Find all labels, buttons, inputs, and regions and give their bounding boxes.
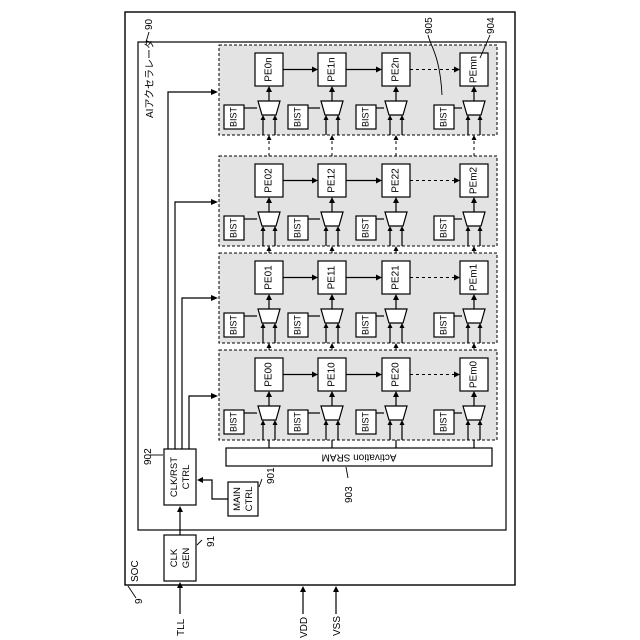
pe-label: PE22 <box>391 168 402 193</box>
main-ctrl-label-1: MAIN <box>232 487 243 511</box>
bist-label: BIST <box>438 107 448 128</box>
arrowhead <box>330 246 335 251</box>
bist-label: BIST <box>438 218 448 239</box>
mux-shape <box>258 212 280 226</box>
pe-ref-number: 904 <box>486 17 497 34</box>
sram-ref-number: 903 <box>344 486 355 503</box>
main-ctrl-label-2: CTRL <box>244 487 255 512</box>
pe-group: PE0nBIST PE1nBIST PE2nBIST PEmnBIST <box>219 45 497 135</box>
mux-shape <box>258 101 280 115</box>
clk-rst-ctrl-label-1: CLK/RST <box>169 457 180 497</box>
pe-group: PE00BIST PE10BIST PE20BIST PEm0BIST <box>219 350 497 440</box>
bist-ref-number: 905 <box>424 17 435 34</box>
mux-shape <box>463 406 485 420</box>
accel-title: AIアクセラレータ <box>144 39 156 118</box>
bist-label: BIST <box>438 315 448 336</box>
pe-label: PE1n <box>327 57 338 81</box>
mux-shape <box>321 406 343 420</box>
external-pins: TLL VDD VSS <box>176 586 343 638</box>
arrowhead <box>472 343 477 348</box>
pe-label: PE00 <box>264 362 275 387</box>
arrowhead <box>394 135 399 140</box>
bist-label: BIST <box>360 107 370 128</box>
pe-label: PE12 <box>327 168 338 193</box>
bist-label: BIST <box>228 315 238 336</box>
pe-label: PE20 <box>391 362 402 387</box>
pe-group: PE01BIST PE11BIST PE21BIST PEm1BIST <box>219 253 497 343</box>
mux-shape <box>321 212 343 226</box>
clk-gen-label-1: CLK <box>169 548 180 567</box>
bist-label: BIST <box>228 412 238 433</box>
bist-label: BIST <box>228 107 238 128</box>
pe-label: PE02 <box>264 168 275 193</box>
bist-label: BIST <box>292 218 302 239</box>
arrowhead <box>472 135 477 140</box>
clk-rst-ctrl-ref-number: 902 <box>143 448 154 465</box>
pe-label: PE21 <box>391 265 402 290</box>
accel-ref-number: 90 <box>144 18 155 30</box>
pe-label: PEm2 <box>469 166 480 194</box>
clk-gen-ref-number: 91 <box>206 535 217 547</box>
pe-label: PEm0 <box>469 360 480 388</box>
arrowhead <box>330 135 335 140</box>
bist-label: BIST <box>292 107 302 128</box>
arrowhead <box>267 135 272 140</box>
main-ctrl-ref-number: 901 <box>266 467 277 484</box>
mux-shape <box>385 309 407 323</box>
pe-label: PE10 <box>327 362 338 387</box>
mux-shape <box>321 101 343 115</box>
bist-label: BIST <box>292 315 302 336</box>
mux-shape <box>385 101 407 115</box>
bist-label: BIST <box>292 412 302 433</box>
pe-groups: PE0nBISTPE1nBISTPE2nBISTPEmnBISTPE02BIST… <box>219 45 497 440</box>
arrowhead <box>472 246 477 251</box>
clk-rst-ctrl-label-2: CTRL <box>181 465 192 490</box>
tll-pin-label: TLL <box>176 618 187 636</box>
mux-shape <box>258 406 280 420</box>
vdd-pin-label: VDD <box>299 617 310 638</box>
arrowhead <box>330 343 335 348</box>
pe-label: PE11 <box>327 265 338 289</box>
bist-label: BIST <box>360 218 370 239</box>
vss-pin-label: VSS <box>332 616 343 636</box>
mux-shape <box>258 309 280 323</box>
bist-label: BIST <box>438 412 448 433</box>
arrowhead <box>267 246 272 251</box>
soc-label: SOC <box>130 560 141 582</box>
mux-shape <box>385 212 407 226</box>
sram-label: Activation SRAM <box>321 451 396 462</box>
pe-label: PEmn <box>469 56 480 83</box>
pe-label: PE01 <box>264 265 275 290</box>
bist-label: BIST <box>360 412 370 433</box>
mux-shape <box>385 406 407 420</box>
arrowhead <box>394 246 399 251</box>
pe-group: PE02BIST PE12BIST PE22BIST PEm2BIST <box>219 156 497 246</box>
bist-label: BIST <box>228 218 238 239</box>
pe-label: PEm1 <box>469 263 480 291</box>
arrowhead <box>267 343 272 348</box>
mux-shape <box>463 212 485 226</box>
clk-gen-label-2: GEN <box>181 548 192 569</box>
pe-label: PE0n <box>264 57 275 81</box>
pe-label: PE2n <box>391 57 402 81</box>
soc-ref-number: 9 <box>134 598 145 604</box>
mux-shape <box>463 101 485 115</box>
bist-label: BIST <box>360 315 370 336</box>
mux-shape <box>463 309 485 323</box>
arrowhead <box>394 343 399 348</box>
mux-shape <box>321 309 343 323</box>
